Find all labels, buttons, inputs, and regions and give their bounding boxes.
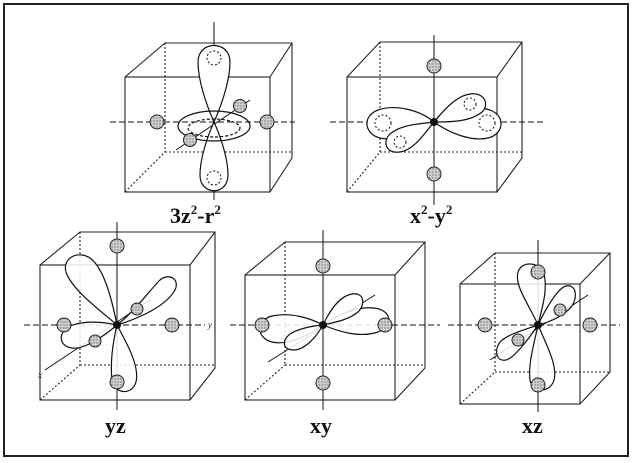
label-3z2-r2: 3z2-r2 [170,202,221,228]
label-x2-y2-mid: -y [427,203,446,228]
figure-frame [3,3,629,457]
lobe-front [385,121,436,153]
label-x2-y2: x2-y2 [410,202,453,228]
lobe-bottom [199,120,229,192]
label-3z2-r2-sup2: 2 [214,202,221,217]
panel-x2-y2 [330,35,545,205]
label-3z2-r2-mid: -r [197,203,215,228]
ligand-left [149,114,165,130]
ligand-front [183,133,197,147]
axis-letter-y: y [207,320,212,330]
label-xy: xy [310,413,332,438]
label-3z2-r2-base: 3z [170,203,191,228]
label-x2-y2-sup1: 2 [421,202,428,217]
ligand-right [259,114,275,130]
lobe-top [197,45,231,124]
panel-xz [448,240,620,412]
label-x2-y2-sup2: 2 [445,202,453,217]
lobe-back [432,93,487,123]
cube-front-face [124,76,271,193]
label-yz: yz [105,413,126,438]
panel-yz [24,222,216,410]
torus-ring [177,110,251,142]
label-3z2-r2-sup1: 2 [190,202,198,217]
label-x2-y2-base: x [410,203,421,228]
label-xz: xz [522,413,543,438]
panel-xy [230,230,440,410]
panel-3z2-r2 [110,22,295,200]
ligand-back [233,99,247,113]
axis-letter-x: x [37,370,42,380]
